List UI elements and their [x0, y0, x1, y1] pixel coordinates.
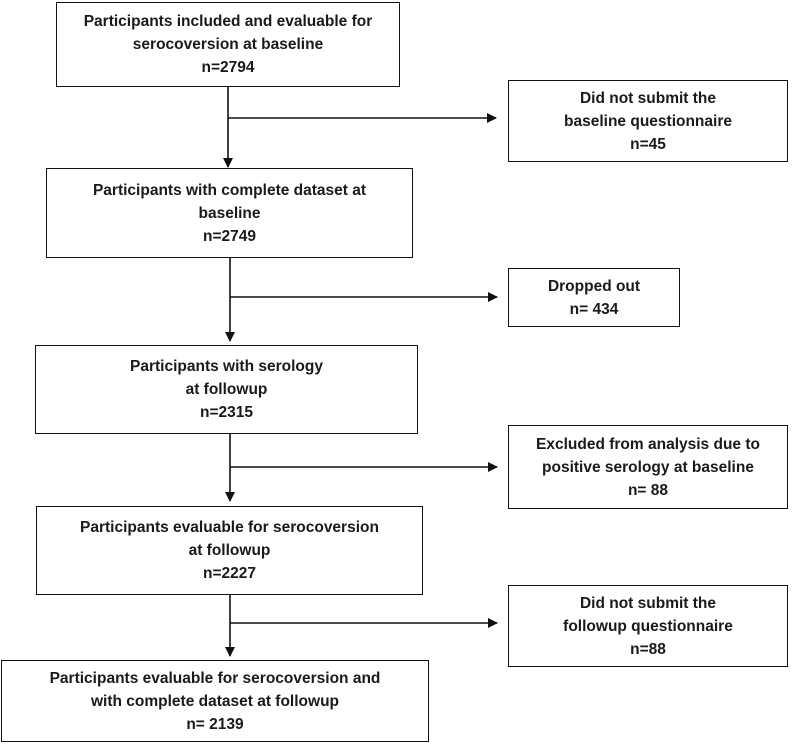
box-count: n=45	[630, 135, 666, 153]
box-line: baseline	[198, 204, 261, 222]
box-line: Participants included and evaluable for	[83, 13, 373, 30]
box-line: at followup	[185, 381, 268, 398]
box-count: n= 434	[569, 300, 619, 318]
box-line: positive serology at baseline	[542, 458, 754, 476]
box-no-baseline-questionnaire: Did not submit the baseline questionnair…	[508, 80, 788, 162]
box-excluded-positive-serology: Excluded from analysis due to positive s…	[508, 425, 788, 509]
box-final-cohort: Participants evaluable for serocoversion…	[1, 660, 429, 742]
box-count: n=2227	[202, 565, 256, 582]
box-line: Did not submit the	[579, 594, 717, 612]
box-line: Participants with serology	[130, 358, 323, 375]
box-line: Participants with complete dataset at	[92, 181, 367, 199]
box-evaluable-followup: Participants evaluable for serocoversion…	[36, 506, 423, 595]
box-line: with complete dataset at followup	[90, 692, 340, 710]
box-count: n= 88	[627, 481, 669, 499]
box-count: n=2794	[201, 59, 255, 76]
box-complete-dataset-baseline: Participants with complete dataset at ba…	[46, 168, 413, 258]
box-line: Did not submit the	[579, 89, 717, 107]
box-serology-followup: Participants with serology at followup n…	[35, 345, 418, 434]
box-baseline-included: Participants included and evaluable for …	[56, 2, 400, 87]
box-line: Participants evaluable for serocoversion	[80, 519, 379, 536]
box-line: Excluded from analysis due to	[536, 435, 760, 453]
box-dropped-out: Dropped out n= 434	[508, 268, 680, 327]
box-count: n=2315	[199, 404, 253, 421]
box-line: baseline questionnaire	[564, 112, 732, 130]
box-no-followup-questionnaire: Did not submit the followup questionnair…	[508, 585, 788, 667]
box-line: followup questionnaire	[563, 617, 733, 635]
box-count: n= 2139	[186, 715, 244, 733]
box-line: serocoversion at baseline	[132, 36, 324, 53]
box-line: Dropped out	[547, 277, 641, 295]
box-line: at followup	[188, 542, 271, 559]
box-count: n=2749	[202, 227, 256, 245]
box-line: Participants evaluable for serocoversion…	[49, 669, 381, 687]
box-count: n=88	[630, 640, 666, 658]
